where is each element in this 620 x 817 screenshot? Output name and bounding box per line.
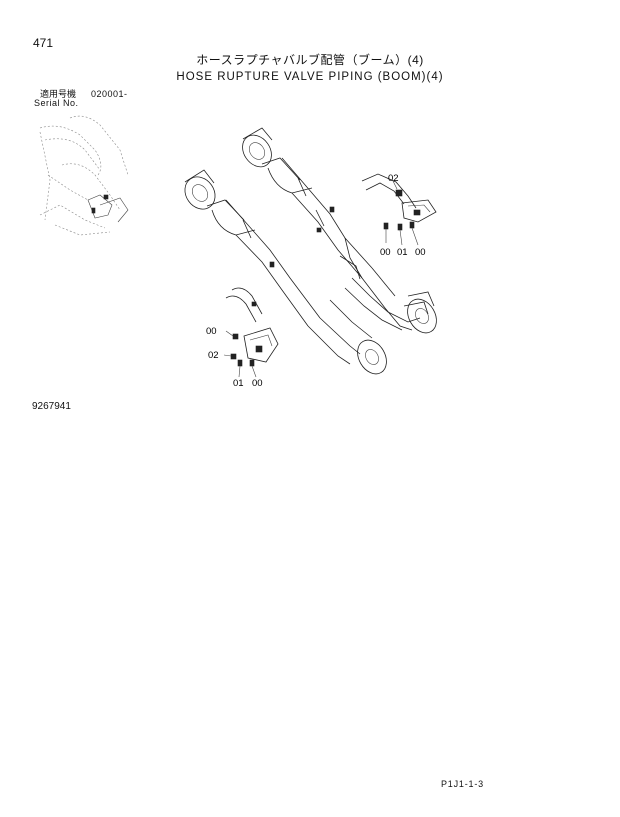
hose-lines	[329, 173, 435, 339]
page-title: HOSE RUPTURE VALVE PIPING (BOOM)(4)	[176, 70, 444, 84]
callout-lower-02: 02	[208, 350, 219, 361]
serial-label-japanese: 適用号機	[40, 89, 77, 99]
serial-label: Serial No.	[34, 98, 79, 108]
callout-upper-01: 01	[397, 247, 408, 258]
callout-lower-00-b: 00	[252, 378, 263, 389]
callout-upper-02: 02	[388, 173, 399, 184]
drawing-number: 9267941	[32, 401, 71, 412]
callout-upper-00-a: 00	[380, 247, 391, 258]
page-number: 471	[33, 36, 54, 50]
boom-cylinder-left	[184, 169, 387, 375]
sheet-code: P1J1-1-3	[441, 779, 484, 789]
upper-valve-assembly	[383, 180, 437, 246]
callout-lower-01: 01	[233, 378, 244, 389]
callout-upper-00-b: 00	[415, 247, 426, 258]
boom-cylinder-right	[242, 127, 437, 334]
location-thumbnail	[39, 115, 129, 236]
callout-lower-00: 00	[206, 326, 217, 337]
lower-valve-assembly	[223, 327, 279, 378]
serial-range: 020001-	[91, 89, 128, 99]
page-title-japanese: ホースラプチャバルブ配管（ブーム）(4)	[196, 53, 424, 67]
